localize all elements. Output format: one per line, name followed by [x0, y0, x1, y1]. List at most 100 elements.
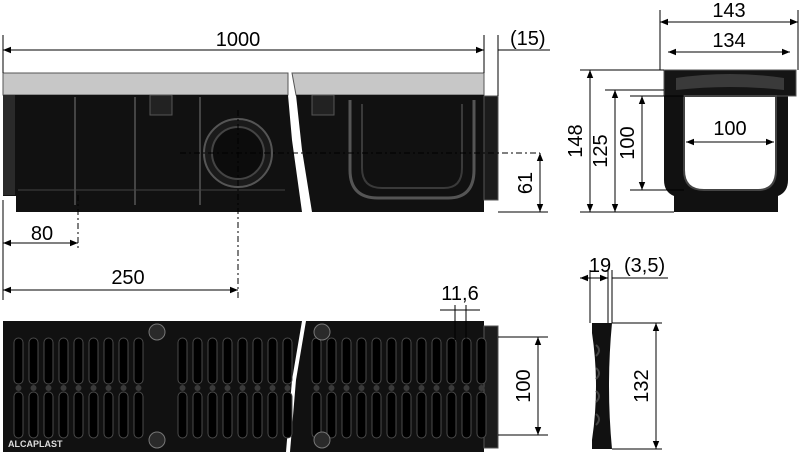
grate-slot [133, 337, 144, 385]
dim-length: 1000 [2, 29, 485, 73]
u-profile-inner [348, 100, 476, 200]
grate-slot [13, 337, 24, 385]
grate-slot [311, 337, 322, 385]
grate-slot [43, 391, 54, 439]
dim-height-125-label: 125 [590, 134, 612, 167]
bolt [148, 323, 166, 341]
grate-slot [207, 391, 218, 439]
grate-slot [73, 391, 84, 439]
dim-inner-width-top: 134 [668, 30, 790, 56]
grate-slot [13, 391, 24, 439]
dim-length-label: 1000 [216, 29, 261, 51]
grate-slot [192, 337, 203, 385]
grate-top-view: ALCAPLAST [3, 321, 499, 452]
channel-side-view [2, 72, 540, 300]
grate-top-right [291, 72, 485, 96]
dim-offset-80-label: 80 [31, 223, 53, 245]
dim-offset-80: 80 [2, 200, 78, 300]
grate-stud [179, 385, 186, 391]
dim-grate-step-label: (3,5) [624, 255, 665, 277]
lug-right [311, 94, 335, 116]
grate-slot [341, 337, 352, 385]
grate-stud [209, 385, 216, 391]
brand-logo: ALCAPLAST [8, 439, 63, 449]
grate-slot [267, 391, 278, 439]
grate-stud [463, 385, 470, 391]
grate-slot [371, 391, 382, 439]
dim-grate-thickness-label: 19 [589, 255, 611, 277]
dim-end-offset: (15) [497, 28, 550, 96]
grate-stud [75, 385, 82, 391]
grate-stud [105, 385, 112, 391]
grate-slot [416, 391, 427, 439]
dim-grate-width: 132 [612, 322, 662, 450]
dim-total-height: 148 [565, 69, 674, 213]
grate-slot [177, 337, 188, 385]
grate-stud [448, 385, 455, 391]
grate-slot [58, 337, 69, 385]
grate-stud [403, 385, 410, 391]
grate-slot [311, 391, 322, 439]
grate-slot [133, 391, 144, 439]
grate-slot [341, 391, 352, 439]
dim-slot-width-label: 11,6 [441, 283, 478, 305]
grate-slot [476, 391, 487, 439]
dim-inner-width-label: 100 [713, 118, 746, 140]
grate-profile [592, 323, 612, 449]
grate-slots [13, 337, 487, 439]
grate-slot [267, 337, 278, 385]
grate-slot [252, 391, 263, 439]
dim-height-125: 125 [590, 89, 664, 212]
grate-slot [431, 337, 442, 385]
grate-slot [28, 337, 39, 385]
grate-stud [239, 385, 246, 391]
bolt [313, 323, 331, 341]
grate-slot [401, 391, 412, 439]
grate-slot [446, 391, 457, 439]
grate-profile-bumps [595, 344, 600, 426]
dim-grate-step: (3,5) [611, 255, 668, 323]
grate-slot [237, 337, 248, 385]
cross-section-inner [683, 95, 777, 191]
dim-outer-width-label: 143 [712, 0, 745, 22]
dim-offset-250: 250 [3, 267, 238, 294]
grate-stud [30, 385, 37, 391]
grate-slot [476, 337, 487, 385]
grate-slot [207, 337, 218, 385]
grate-slot [192, 391, 203, 439]
grate-slot [73, 337, 84, 385]
dim-total-height-label: 148 [565, 124, 587, 157]
grate-slot [43, 337, 54, 385]
grate-slot [326, 391, 337, 439]
grate-stud [120, 385, 127, 391]
grate-stud [343, 385, 350, 391]
dim-outlet-height-label: 61 [515, 172, 537, 194]
grate-stud [60, 385, 67, 391]
grate-stud [224, 385, 231, 391]
grate-stud [373, 385, 380, 391]
grate-slot [356, 337, 367, 385]
dim-offset-250-label: 250 [111, 267, 144, 289]
grate-slot [461, 337, 472, 385]
dim-inner-width-top-label: 134 [712, 30, 745, 52]
grate-slot [431, 391, 442, 439]
grate-top-left [2, 72, 289, 96]
grate-slot [416, 337, 427, 385]
dim-grate-width-label: 132 [631, 369, 653, 402]
grate-slot [58, 391, 69, 439]
end-cap-left [3, 95, 15, 195]
grate-slot [222, 337, 233, 385]
bolt [313, 431, 331, 449]
dim-inner-height-label: 100 [617, 126, 639, 159]
grate-slot [282, 391, 293, 439]
grate-slot [386, 337, 397, 385]
dim-outlet-height: 61 [498, 153, 548, 213]
grate-stud [45, 385, 52, 391]
grate-slot [103, 391, 114, 439]
grate-stud [313, 385, 320, 391]
bolt [148, 431, 166, 449]
grate-slot [88, 391, 99, 439]
dim-outer-width: 143 [659, 0, 799, 70]
grate-stud [135, 385, 142, 391]
grate-stud [388, 385, 395, 391]
